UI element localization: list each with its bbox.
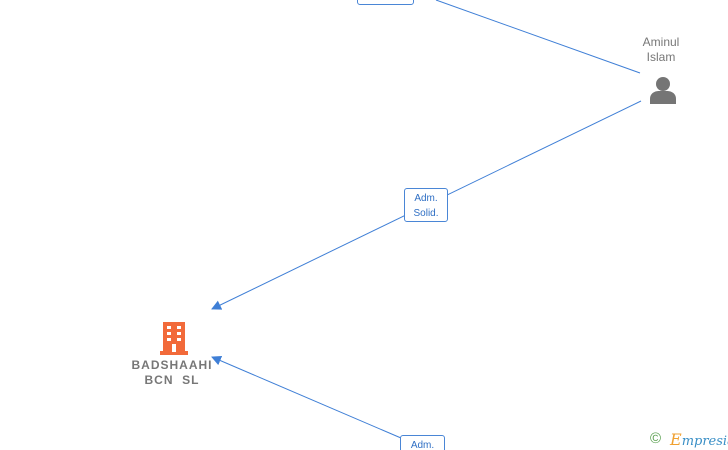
company-name-line2: BCN SL: [144, 373, 200, 387]
person-name: Aminul Islam: [626, 35, 696, 65]
company-name-line1: BADSHAAHI: [131, 358, 213, 372]
edge-label-top[interactable]: [357, 0, 414, 5]
edge-label-bottom-line1: Adm.: [410, 440, 435, 450]
edge-top-line: [435, 0, 641, 74]
edge-label-line1: Adm.: [414, 193, 438, 204]
edge-bottom-line: [211, 355, 402, 439]
brand-rest: mpresia: [681, 434, 728, 449]
person-name-line2: Islam: [646, 50, 676, 64]
edge-label-line2: Solid.: [413, 208, 439, 219]
brand-initial: E: [670, 430, 682, 449]
building-icon: [160, 322, 188, 355]
company-name: BADSHAAHI BCN SL: [122, 358, 222, 388]
brand-logo: Empresia: [670, 430, 728, 449]
person-icon: [650, 77, 676, 104]
person-name-line1: Aminul: [642, 35, 680, 49]
edge-label-adm-solid[interactable]: Adm. Solid.: [404, 188, 448, 222]
copyright-icon: ©: [650, 430, 662, 447]
edge-label-bottom[interactable]: Adm.: [400, 435, 445, 450]
